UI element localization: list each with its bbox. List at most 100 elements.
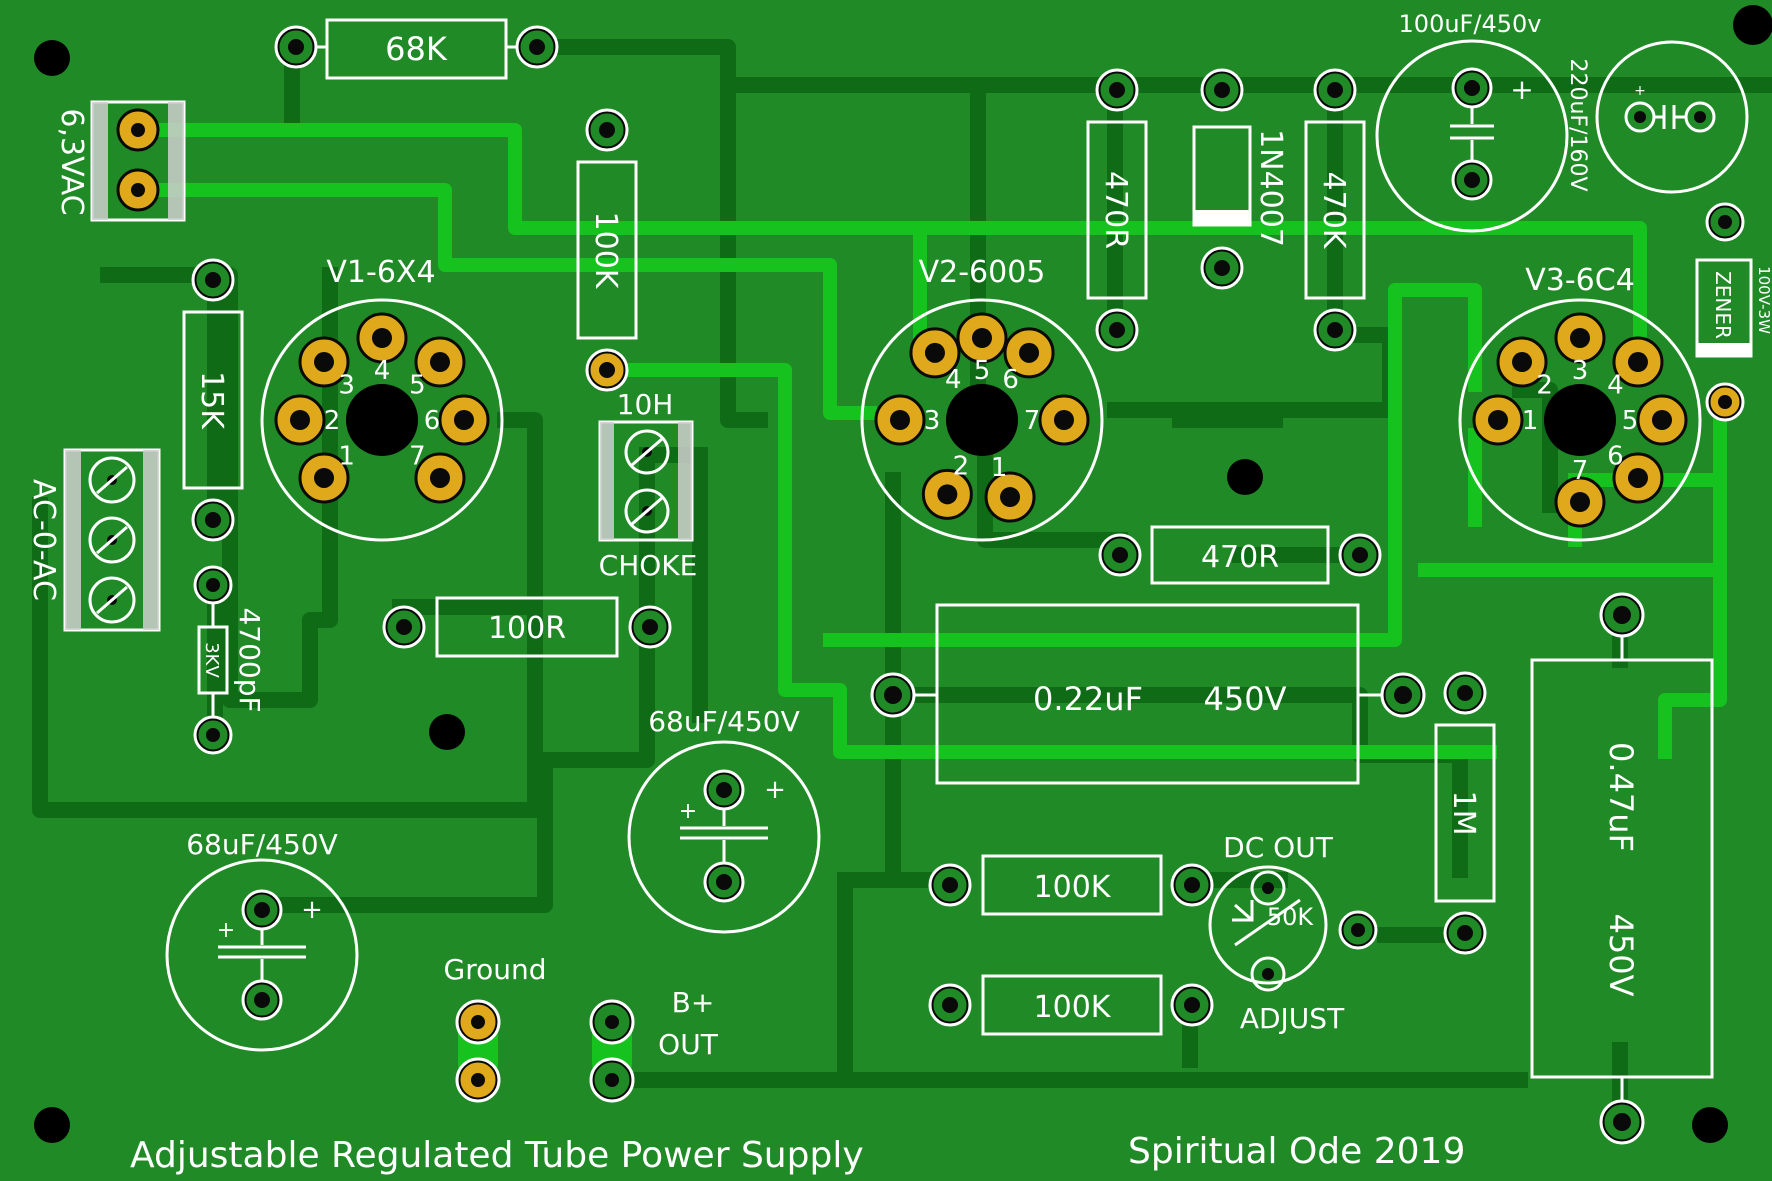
board-title: Adjustable Regulated Tube Power Supply xyxy=(130,1135,864,1176)
tube-pin-hole xyxy=(924,342,945,363)
bplus-out-label: OUT xyxy=(658,1028,719,1061)
capacitor-4700pf: 3KV 4700pF xyxy=(193,565,266,755)
capacitor-68uf-mid-label: 68uF/450V xyxy=(648,705,800,738)
tube-pin-hole xyxy=(1570,492,1590,512)
capacitor-220uf-label: 220uF/160V xyxy=(1565,58,1590,191)
choke-label: CHOKE xyxy=(599,549,698,582)
tube-pin-hole xyxy=(890,410,910,430)
capacitor-022uf-voltage: 450V xyxy=(1204,680,1287,718)
tube-pin-number: 7 xyxy=(409,441,426,471)
mounting-hole xyxy=(34,40,70,76)
tube-pin-number: 4 xyxy=(1607,371,1624,401)
capacitor-047uf-value: 0.47uF xyxy=(1602,742,1640,852)
capacitor-68uf-left: + + 68uF/450V xyxy=(165,828,359,1052)
tube-pin-hole xyxy=(1019,342,1040,363)
mounting-hole xyxy=(1733,5,1772,45)
capacitor-4700pf-value: 4700pF xyxy=(233,607,266,712)
heater-label: 6,3VAC xyxy=(54,108,89,215)
resistor-470r-v-label: 470R xyxy=(1098,171,1133,249)
resistor-470k: 470K xyxy=(1304,68,1366,352)
resistor-470r-horizontal: 470R xyxy=(1098,525,1382,585)
tube-pin-hole xyxy=(1627,467,1648,488)
ac-input-label: AC-0-AC xyxy=(26,479,61,601)
resistor-470r-h-label: 470R xyxy=(1201,540,1279,575)
tube-pin-number: 6 xyxy=(1607,441,1624,471)
mounting-hole xyxy=(34,1107,70,1143)
resistor-100k-top: 100K xyxy=(576,108,638,392)
tube-pin-number: 4 xyxy=(374,356,391,386)
resistor-15k-label: 15K xyxy=(194,371,229,430)
resistor-1m-label: 1M xyxy=(1446,791,1481,836)
tube-pin-number: 1 xyxy=(338,441,355,471)
capacitor-100uf-label: 100uF/450v xyxy=(1399,10,1542,38)
tube-pin-hole xyxy=(937,484,958,505)
choke-terminal: 10H CHOKE xyxy=(598,388,698,582)
resistor-68k: 68K xyxy=(274,18,559,80)
polarity-mark: + xyxy=(301,895,323,925)
zener-diode: ZENER 100V-3W xyxy=(1695,202,1772,422)
capacitor-68uf-left-label: 68uF/450V xyxy=(186,828,338,861)
resistor-100k-a: 100K xyxy=(928,854,1214,916)
bplus-terminal: B+ OUT xyxy=(589,986,719,1103)
capacitor-100uf: + 100uF/450v xyxy=(1375,10,1569,233)
resistor-470k-label: 470K xyxy=(1316,172,1351,250)
capacitor-4700pf-voltage: 3KV xyxy=(201,642,222,678)
mounting-hole xyxy=(429,714,465,750)
polarity-mark: + xyxy=(679,799,697,824)
capacitor-047uf-voltage: 450V xyxy=(1602,914,1640,997)
tube-pin-number: 1 xyxy=(1522,406,1539,436)
adjust-label: ADJUST xyxy=(1240,1002,1345,1035)
tube-pin-number: 2 xyxy=(953,451,970,481)
resistor-470r-vertical: 470R xyxy=(1086,68,1148,352)
resistor-100r: 100R xyxy=(382,596,672,658)
tube-pin-hole xyxy=(372,328,392,348)
tube-pin-number: 5 xyxy=(1622,406,1639,436)
tube-v2-label: V2-6005 xyxy=(919,255,1046,290)
heater-terminal: 6,3VAC xyxy=(54,100,186,222)
tube-pin-number: 5 xyxy=(974,356,991,386)
tube-pin-number: 6 xyxy=(1002,365,1019,395)
resistor-68k-label: 68K xyxy=(385,30,448,68)
capacitor-022uf-value: 0.22uF xyxy=(1033,680,1143,718)
tube-pin-hole xyxy=(1000,487,1021,508)
tube-pin-hole xyxy=(429,352,450,373)
mounting-holes xyxy=(34,5,1772,1143)
zener-rating-label: 100V-3W xyxy=(1755,266,1772,334)
ground-terminal: Ground xyxy=(444,953,547,1103)
tube-pin-hole xyxy=(454,410,474,430)
capacitor-047uf: 0.47uF 450V xyxy=(1530,592,1714,1145)
tube-v1-label: V1-6X4 xyxy=(326,255,435,290)
mounting-hole xyxy=(1227,459,1263,495)
tube-pin-number: 7 xyxy=(1024,406,1041,436)
tube-pin-hole xyxy=(290,410,310,430)
tube-pin-hole xyxy=(1570,328,1590,348)
polarity-mark: + xyxy=(1510,73,1533,106)
tube-pin-number: 2 xyxy=(1536,371,1553,401)
tube-pin-number: 3 xyxy=(924,406,941,436)
resistor-1m: 1M xyxy=(1434,671,1496,955)
choke-value-label: 10H xyxy=(617,388,674,421)
tube-pin-number: 7 xyxy=(1572,456,1589,486)
resistor-15k: 15K xyxy=(182,258,244,542)
tube-v3-label: V3-6C4 xyxy=(1525,263,1635,298)
potentiometer-50k: 50K DC OUT ADJUST xyxy=(1208,831,1378,1035)
pot-label: 50K xyxy=(1267,903,1315,931)
mounting-hole xyxy=(1692,1107,1728,1143)
zener-label: ZENER xyxy=(1711,271,1735,339)
tube-pin-number: 4 xyxy=(945,365,962,395)
tube-pin-hole xyxy=(1512,352,1533,373)
ground-label: Ground xyxy=(444,953,547,986)
resistor-100k-b: 100K xyxy=(928,974,1214,1036)
tube-pin-hole xyxy=(1488,410,1508,430)
diode-label: 1N4007 xyxy=(1253,129,1288,247)
tube-pin-number: 5 xyxy=(409,371,426,401)
tube-pin-number: 6 xyxy=(424,406,441,436)
capacitor-220uf: + 220uF/160V xyxy=(1565,40,1749,194)
resistor-100k-a-label: 100K xyxy=(1034,870,1112,905)
bplus-label: B+ xyxy=(672,986,715,1019)
board-credit: Spiritual Ode 2019 xyxy=(1128,1131,1465,1172)
ac-input-terminal: AC-0-AC xyxy=(26,448,161,632)
